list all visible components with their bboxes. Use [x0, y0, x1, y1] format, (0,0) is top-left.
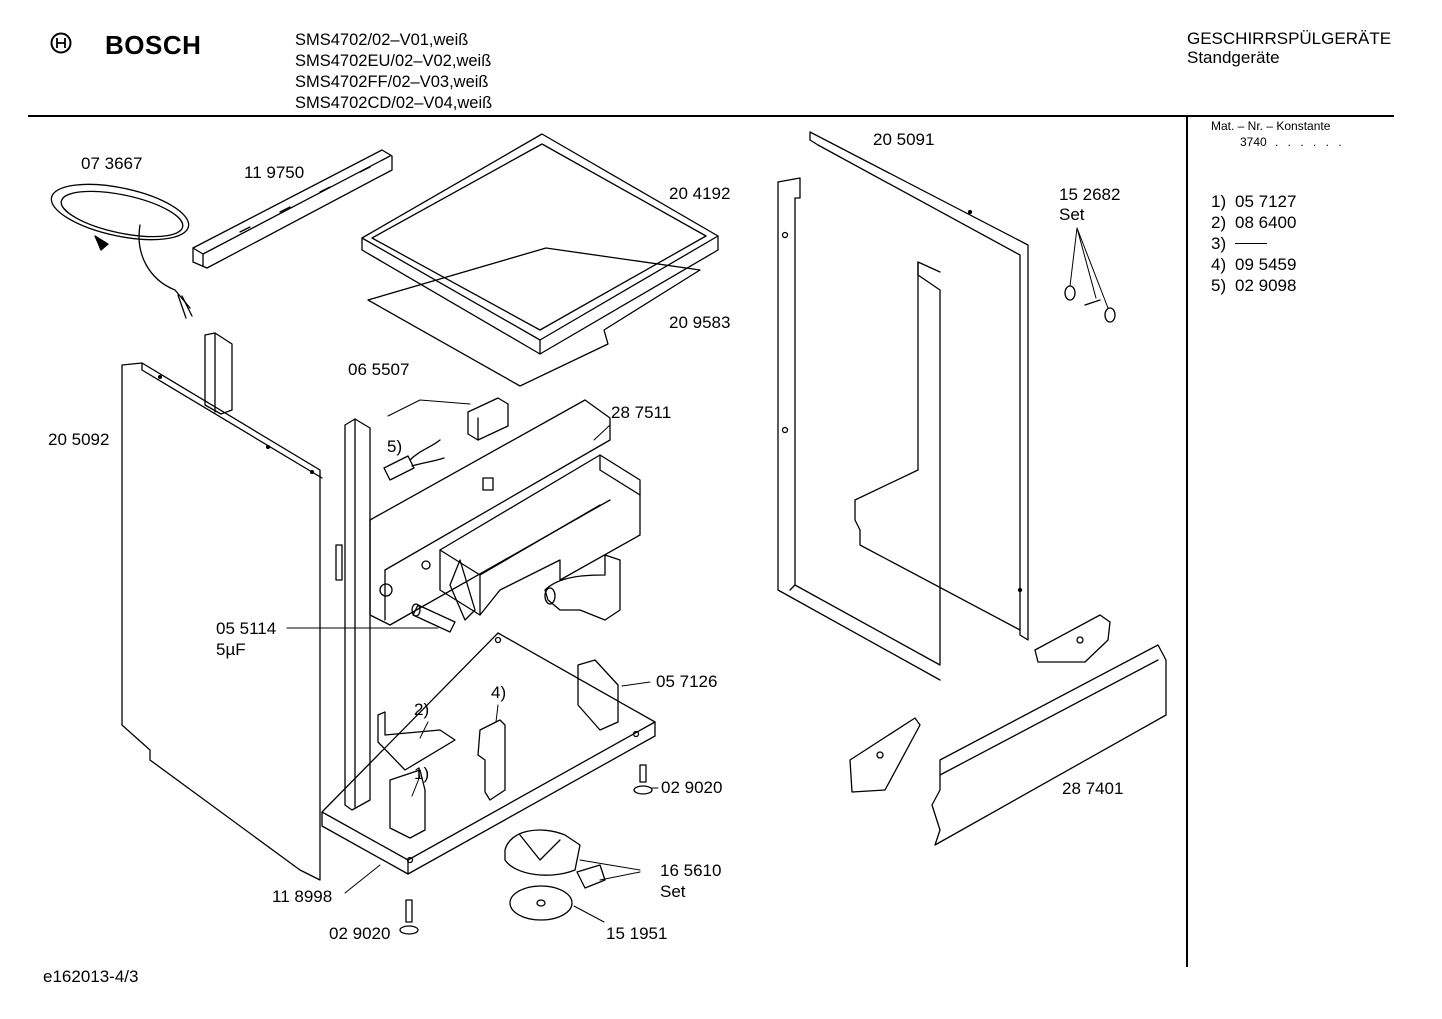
part-label: 5) — [387, 437, 403, 456]
door-frame-drawing — [777, 131, 1029, 681]
inner-frame-drawing — [369, 399, 611, 626]
plinth-drawing — [931, 644, 1167, 846]
legend-part: 08 6400 — [1235, 213, 1297, 232]
part-label: 02 9020 — [329, 924, 391, 943]
exploded-view-drawing — [50, 131, 1167, 935]
part-label: 1) — [414, 764, 430, 783]
constant-value: 3740 — [1240, 135, 1267, 149]
side-panel-left-drawing — [121, 332, 323, 881]
document-id: e162013-4/3 — [43, 967, 139, 986]
category-title: GESCHIRRSPÜLGERÄTE — [1187, 29, 1392, 48]
legend-part: 05 7127 — [1235, 192, 1297, 211]
legend-num: 1) — [1211, 192, 1227, 211]
worktop-drawing — [361, 133, 719, 355]
part-label: 28 7401 — [1062, 779, 1124, 798]
legend-num: 4) — [1211, 255, 1227, 274]
category-subtitle: Standgeräte — [1187, 48, 1280, 67]
category-block: GESCHIRRSPÜLGERÄTE Standgeräte — [1187, 29, 1391, 67]
reference-legend: 1) 05 7127 2) 08 6400 3) 4) 09 5459 5) 02 90… — [1211, 191, 1296, 296]
leader-lines — [286, 227, 1109, 923]
bracket-2-drawing — [377, 711, 456, 771]
power-cord-drawing — [50, 183, 193, 319]
part-label: 11 9750 — [244, 163, 305, 182]
bosch-logo-icon — [50, 32, 72, 59]
part-label: 15 1951 — [606, 924, 668, 943]
capacitor-drawing — [411, 603, 456, 633]
part-label: Set — [660, 882, 686, 901]
base-frame-drawing — [321, 632, 656, 875]
legend-num: 3) — [1211, 234, 1227, 253]
part-label: Set — [1059, 205, 1085, 224]
switch-drawing — [467, 397, 509, 441]
control-housing-drawing — [439, 454, 641, 621]
foot-right-drawing — [633, 764, 653, 795]
bracket-1-drawing — [389, 769, 426, 839]
legend-num: 5) — [1211, 276, 1227, 295]
part-label: 28 7511 — [611, 403, 672, 422]
part-label: 15 2682 — [1059, 185, 1121, 204]
model-line: SMS4702FF/02–V03,weiß — [295, 73, 489, 91]
part-label: 5µF — [216, 640, 246, 659]
model-line: SMS4702EU/02–V02,weiß — [295, 52, 492, 70]
hinge-bracket-lower-drawing — [849, 717, 921, 793]
header-divider — [28, 115, 1394, 117]
legend-row: 3) — [1211, 233, 1296, 254]
brand-name: BOSCH — [105, 30, 202, 60]
bracket-right-drawing — [577, 659, 619, 731]
disc-drawing — [509, 885, 573, 921]
part-label: 20 5091 — [873, 130, 935, 149]
bracket-4-drawing — [477, 719, 506, 801]
model-line: SMS4702CD/02–V04,weiß — [295, 94, 493, 112]
part-label: 20 4192 — [669, 184, 731, 203]
part-label: 2) — [414, 700, 430, 719]
part-label: 4) — [491, 683, 507, 702]
small-capacitor-drawing — [383, 439, 445, 481]
foot-left-drawing — [399, 899, 419, 935]
part-label: 05 5114 — [216, 619, 277, 638]
part-label: 06 5507 — [348, 360, 410, 379]
worktop-seal-drawing — [367, 247, 701, 387]
legend-num: 2) — [1211, 213, 1227, 232]
pump-set-drawing — [504, 829, 606, 889]
sidebar-divider — [1186, 117, 1188, 967]
legend-row: 4) 09 5459 — [1211, 254, 1296, 275]
part-label: 07 3667 — [81, 154, 143, 173]
part-label: 16 5610 — [660, 861, 722, 880]
part-label: 20 5092 — [48, 430, 110, 449]
legend-row: 1) 05 7127 — [1211, 191, 1296, 212]
legend-row: 5) 02 9098 — [1211, 275, 1296, 296]
legend-part: 09 5459 — [1235, 255, 1297, 274]
legend-part: 02 9098 — [1235, 276, 1297, 295]
legend-row: 2) 08 6400 — [1211, 212, 1296, 233]
front-upright-drawing — [335, 418, 371, 811]
legend-dash — [1235, 243, 1267, 244]
model-list: SMS4702/02–V01,weiß SMS4702EU/02–V02,wei… — [295, 30, 492, 114]
fixing-set-drawing — [1064, 285, 1116, 323]
elbow-pipe-drawing — [544, 554, 621, 621]
part-label: 20 9583 — [669, 313, 731, 332]
part-label: 02 9020 — [661, 778, 723, 797]
hinge-bracket-upper-drawing — [1034, 614, 1111, 663]
model-line: SMS4702/02–V01,weiß — [295, 31, 469, 49]
part-label: 05 7126 — [656, 672, 718, 691]
part-label: 11 8998 — [272, 887, 333, 906]
constant-label: Mat. – Nr. – Konstante — [1211, 119, 1331, 133]
constant-dots: . . . . . . — [1275, 135, 1345, 149]
top-bracket-drawing — [192, 149, 393, 269]
